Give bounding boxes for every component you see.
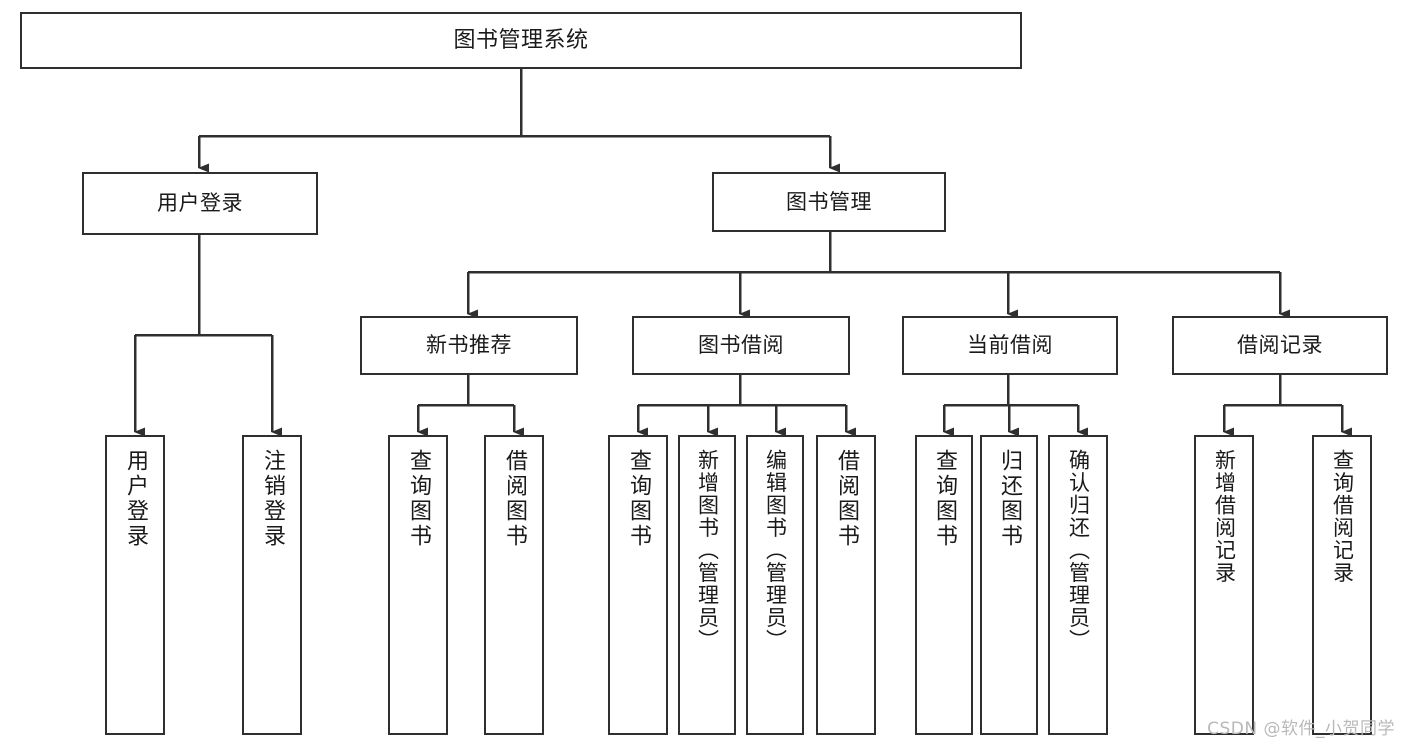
node-book-management[interactable]: 图书管理	[712, 172, 946, 232]
node-label: 用户登录	[157, 191, 243, 216]
node-borrow-record[interactable]: 借阅记录	[1172, 316, 1388, 375]
watermark-text: CSDN @软件_小贺同学	[1207, 719, 1395, 739]
node-leaf-borrow-book-recommend[interactable]: 借阅图书	[484, 435, 544, 735]
node-label: 新增借阅记录	[1212, 449, 1237, 584]
node-label: 图书管理系统	[453, 27, 589, 53]
node-label: 借阅记录	[1237, 333, 1323, 358]
node-leaf-user-login[interactable]: 用户登录	[105, 435, 165, 735]
node-leaf-logout[interactable]: 注销登录	[242, 435, 302, 735]
node-book-borrow[interactable]: 图书借阅	[632, 316, 850, 375]
node-leaf-query-book-recommend[interactable]: 查询图书	[388, 435, 448, 735]
node-label: 编辑图书（管理员）	[763, 449, 788, 652]
node-label: 当前借阅	[967, 333, 1053, 358]
node-leaf-edit-book-admin[interactable]: 编辑图书（管理员）	[746, 435, 804, 735]
node-label: 归还图书	[997, 449, 1022, 549]
node-label: 查询图书	[626, 449, 651, 549]
node-label: 图书管理	[786, 189, 872, 214]
node-leaf-borrow-book[interactable]: 借阅图书	[816, 435, 876, 735]
node-leaf-add-borrow-record[interactable]: 新增借阅记录	[1194, 435, 1254, 735]
node-label: 新书推荐	[426, 333, 512, 358]
node-label: 查询借阅记录	[1330, 449, 1355, 584]
node-label: 新增图书（管理员）	[695, 449, 720, 652]
node-leaf-add-book-admin[interactable]: 新增图书（管理员）	[678, 435, 736, 735]
node-new-book-recommend[interactable]: 新书推荐	[360, 316, 578, 375]
node-leaf-confirm-return-admin[interactable]: 确认归还（管理员）	[1048, 435, 1108, 735]
node-label: 查询图书	[406, 449, 431, 549]
node-label: 查询图书	[932, 449, 957, 549]
node-label: 借阅图书	[502, 449, 527, 549]
node-leaf-query-borrow-record[interactable]: 查询借阅记录	[1312, 435, 1372, 735]
node-leaf-return-book[interactable]: 归还图书	[980, 435, 1038, 735]
node-root-system[interactable]: 图书管理系统	[20, 12, 1022, 69]
node-label: 注销登录	[260, 449, 285, 549]
node-label: 借阅图书	[834, 449, 859, 549]
node-label: 用户登录	[123, 449, 148, 549]
node-current-borrow[interactable]: 当前借阅	[902, 316, 1118, 375]
node-leaf-query-book[interactable]: 查询图书	[608, 435, 668, 735]
node-label: 图书借阅	[698, 333, 784, 358]
node-leaf-query-book-current[interactable]: 查询图书	[915, 435, 973, 735]
node-user-login[interactable]: 用户登录	[82, 172, 318, 235]
node-label: 确认归还（管理员）	[1066, 449, 1091, 652]
